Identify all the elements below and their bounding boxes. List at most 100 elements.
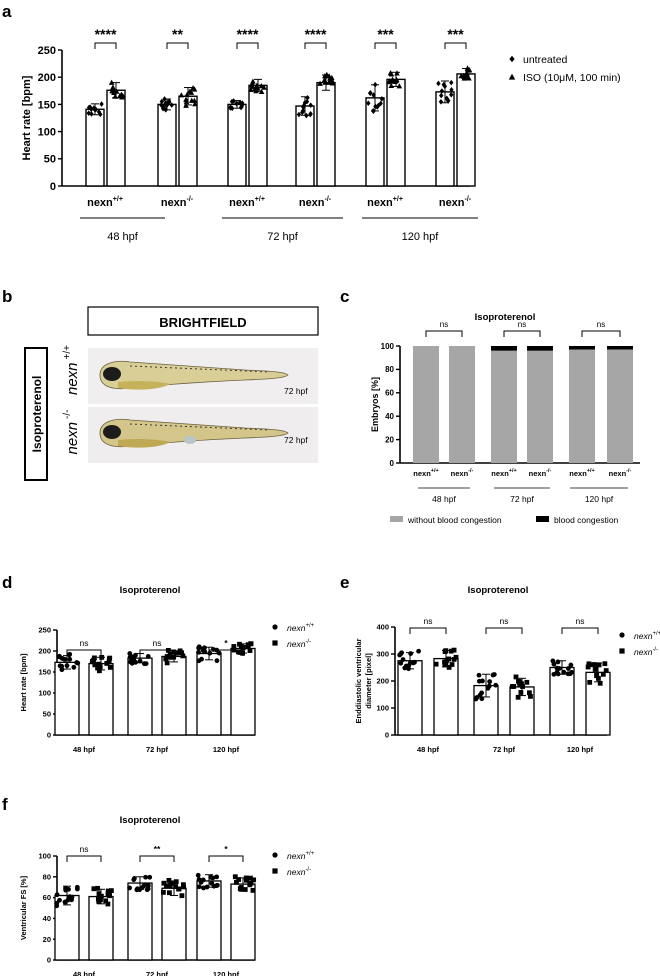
chart-a-data-point: [439, 92, 444, 99]
chart-a-data-point: [449, 79, 454, 86]
treatment-box: [24, 347, 48, 481]
chart-e-data-point: [410, 660, 416, 666]
chart-f-significance-label: *: [224, 844, 228, 854]
chart-a-legend-label: ISO (10μM, 100 min): [523, 72, 621, 84]
genotype-label-ko-sup: -/-: [62, 410, 73, 419]
chart-a-data-point: [161, 104, 166, 111]
chart-a-data-point: [463, 70, 470, 76]
chart-c-genotype-label: nexn-/-: [529, 468, 552, 478]
chart-f-data-point: [96, 899, 102, 904]
embryo-yolk-ko: [118, 438, 170, 448]
chart-f-significance-bracket: [208, 855, 244, 862]
chart-d-data-point: [163, 656, 169, 662]
chart-f-data-point: [131, 877, 137, 883]
chart-a-data-point: [169, 102, 174, 108]
chart-e-data-point: [511, 684, 517, 689]
chart-a-data-point: [378, 100, 383, 107]
chart-c-y-tick-label: 0: [390, 459, 395, 468]
chart-e-data-point: [565, 671, 571, 677]
chart-a-data-point: [191, 97, 198, 103]
chart-d-x-category-label: 48 hpf: [73, 745, 96, 754]
chart-c-bar-segment: [607, 349, 633, 463]
chart-a-data-point: [305, 94, 310, 101]
chart-a-significance-label: ****: [95, 26, 117, 42]
chart-a-data-point: [296, 111, 302, 118]
brightfield-header: BRIGHTFIELD: [159, 315, 246, 330]
chart-e-data-point: [555, 659, 561, 665]
chart-e-data-point: [408, 651, 414, 656]
panel-label-e: e: [340, 573, 349, 592]
chart-d-data-point: [171, 654, 177, 660]
chart-d-significance-label: ns: [153, 638, 162, 648]
chart-f-y-label: Ventricular FS [%]: [19, 875, 28, 940]
chart-c-y-tick-label: 60: [385, 389, 394, 398]
chart-e-significance-label: ns: [500, 616, 509, 626]
chart-a-significance-bracket: [166, 42, 189, 49]
chart-f-data-point: [103, 898, 109, 904]
chart-f-data-point: [161, 880, 167, 886]
chart-e-data-point: [491, 672, 497, 677]
chart-a-significance-bracket: [304, 42, 327, 49]
chart-f-data-point: [179, 893, 185, 899]
panel-label-a: a: [2, 2, 12, 21]
chart-a-data-point: [394, 70, 400, 76]
chart-e-data-point: [487, 679, 493, 685]
chart-a-x-category-label: 120 hpf: [402, 231, 440, 243]
chart-e-data-point: [400, 657, 406, 662]
chart-e-data-point: [479, 696, 485, 702]
chart-a-bar: [157, 103, 177, 187]
chart-e-data-point: [474, 695, 480, 700]
chart-a-significance-label: ****: [305, 26, 327, 42]
chart-e-data-point: [585, 664, 591, 670]
chart-c-bar-segment: [527, 346, 553, 351]
chart-a-data-point: [388, 82, 395, 89]
chart-f-data-point: [160, 889, 166, 895]
chart-e-data-point: [592, 662, 597, 667]
chart-d-data-point: [214, 658, 220, 664]
chart-d-data-point: [200, 648, 206, 653]
chart-f-data-point: [196, 884, 202, 890]
chart-d-bar: [230, 647, 256, 736]
chart-a-x-category-label: 48 hpf: [107, 231, 139, 243]
chart-a-data-point: [234, 100, 239, 107]
chart-a-data-point: [192, 101, 198, 107]
chart-f-data-point: [74, 886, 80, 892]
chart-a-y-tick-label: 150: [38, 99, 56, 111]
chart-d-data-point: [235, 649, 241, 655]
chart-e-data-point: [524, 679, 530, 685]
chart-a-data-point: [439, 88, 445, 94]
chart-a-data-point: [368, 89, 373, 96]
chart-d-bar: [161, 655, 187, 736]
chart-d-data-point: [96, 668, 102, 674]
chart-e-data-point: [517, 682, 523, 688]
chart-a-data-point: [228, 105, 233, 111]
chart-d-y-tick-label: 50: [43, 710, 51, 719]
chart-d-x-category-label: 120 hpf: [213, 745, 240, 754]
chart-e-data-point: [527, 690, 532, 696]
chart-e-legend-marker: [619, 632, 625, 638]
chart-c-legend-swatch: [536, 516, 549, 522]
chart-a-data-point: [229, 105, 235, 112]
embryo-pigment-wt: [129, 365, 271, 373]
chart-d-data-point: [167, 654, 173, 660]
chart-c-genotype-label: nexn+/+: [569, 468, 594, 478]
chart-e-significance-label: ns: [576, 616, 585, 626]
chart-d-data-point: [167, 651, 173, 657]
panel-label-f: f: [2, 795, 8, 814]
chart-c-bar-segment: [413, 346, 439, 463]
chart-d-data-point: [96, 661, 102, 667]
chart-d-significance-bracket: [139, 649, 175, 656]
chart-e-x-category-label: 120 hpf: [567, 745, 594, 754]
chart-d-data-point: [57, 663, 63, 669]
chart-a-data-point: [188, 89, 195, 95]
chart-a-legend-marker: [508, 73, 516, 80]
chart-a-bar: [435, 91, 455, 187]
chart-e-data-point: [480, 678, 485, 684]
chart-f-legend-label: nexn-/-: [287, 867, 311, 877]
chart-c-significance-label: ns: [440, 320, 448, 329]
chart-e-data-point: [476, 672, 482, 678]
chart-f-bar: [127, 882, 153, 961]
chart-e-y-label: Enddiastolic ventricular: [354, 638, 363, 723]
chart-e-y-tick-label: 100: [376, 704, 389, 713]
chart-d-data-point: [174, 650, 180, 656]
